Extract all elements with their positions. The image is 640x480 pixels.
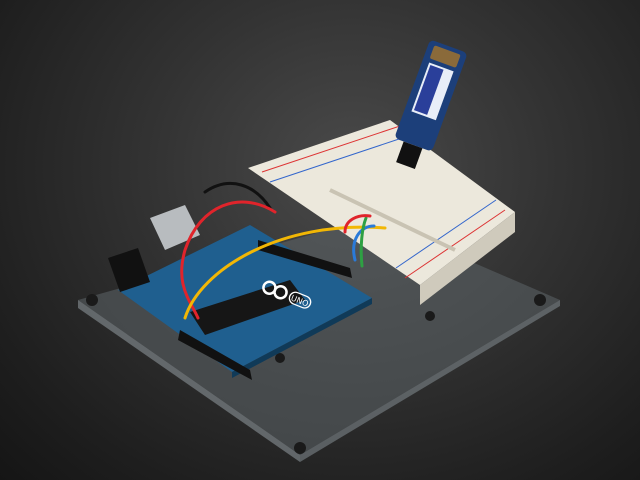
blue-wire: [352, 224, 376, 262]
arduino-uno-board: UNO: [108, 205, 372, 380]
antenna: [430, 45, 461, 68]
red-wire-module: [343, 214, 372, 234]
jumper-wires: [180, 182, 387, 320]
green-wire: [359, 216, 368, 268]
header-pins: [396, 141, 423, 169]
black-wire: [203, 182, 272, 210]
usb-port: [150, 205, 200, 250]
atmega-chip: [190, 280, 305, 335]
breadboard: [248, 120, 515, 305]
acrylic-base-plate: [78, 218, 560, 462]
red-wire-power: [180, 200, 277, 320]
bluetooth-module: [395, 40, 467, 169]
arduino-logo: UNO: [262, 280, 312, 309]
digital-header: [258, 240, 352, 278]
analog-header: [178, 330, 252, 380]
power-jack: [108, 248, 150, 292]
